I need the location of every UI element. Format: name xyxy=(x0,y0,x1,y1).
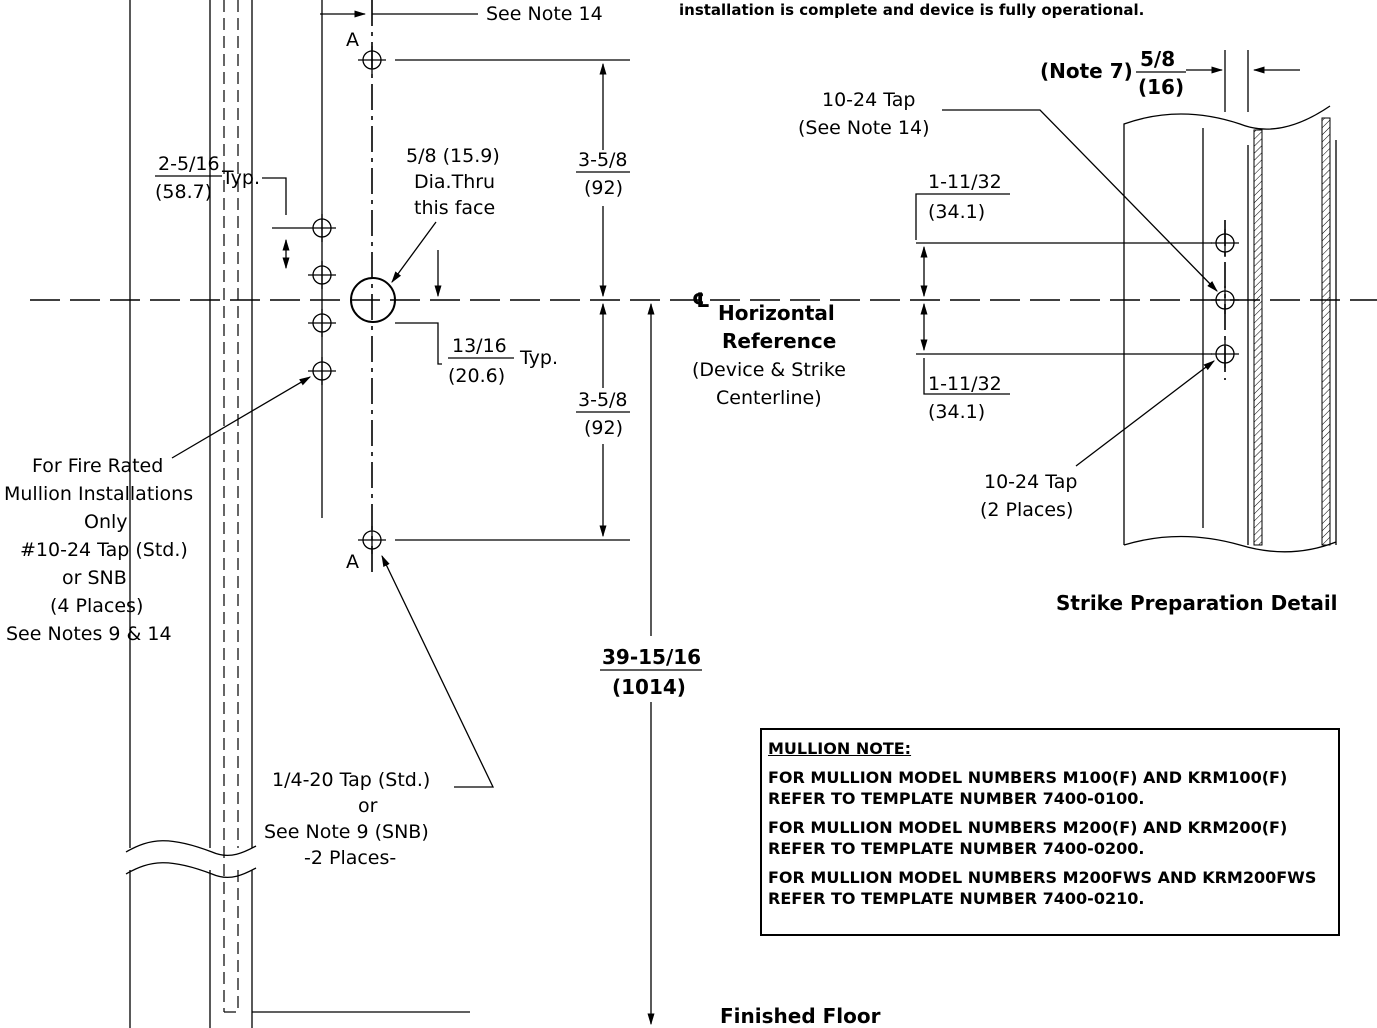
finished-floor-label: Finished Floor xyxy=(720,1004,881,1028)
tap-10-24-top-label-1: 10-24 Tap xyxy=(822,89,915,111)
dim-1-11-32-top: 1-11/32 xyxy=(928,171,1002,193)
centerline-symbol: ℄ xyxy=(692,288,710,312)
dim-92-bottom: (92) xyxy=(584,417,623,439)
typ-left-label: Typ. xyxy=(221,167,260,189)
svg-text:Mullion Installations: Mullion Installations xyxy=(4,483,193,505)
top-note: installation is complete and device is f… xyxy=(679,1,1145,19)
svg-text:1/4-20 Tap (Std.): 1/4-20 Tap (Std.) xyxy=(272,769,430,791)
dim-20-6: (20.6) xyxy=(448,365,505,387)
svg-text:See Notes 9 & 14: See Notes 9 & 14 xyxy=(6,623,172,645)
hole-5-8-label-2: Dia.Thru xyxy=(414,171,495,193)
dim-39-15-16: 39-15/16 xyxy=(602,645,701,669)
horizontal-ref-label-3: (Device & Strike xyxy=(692,359,846,381)
tap-1-4-20-note: 1/4-20 Tap (Std.) or See Note 9 (SNB) -2… xyxy=(264,769,430,869)
horizontal-ref-label-1: Horizontal xyxy=(718,301,835,325)
strike-holes xyxy=(1211,229,1239,368)
tap-10-24-bottom-label-1: 10-24 Tap xyxy=(984,471,1077,493)
tap-10-24-bottom-label-2: (2 Places) xyxy=(980,499,1073,521)
mullion-note-line-1: FOR MULLION MODEL NUMBERS M100(F) AND KR… xyxy=(768,768,1288,808)
dim-34-1-bottom: (34.1) xyxy=(928,401,985,423)
hole-a-bottom-label: A xyxy=(346,551,359,573)
dim-2-5-16: 2-5/16 xyxy=(158,153,220,175)
svg-text:#10-24 Tap (Std.): #10-24 Tap (Std.) xyxy=(20,539,188,561)
hole-a-top xyxy=(358,46,386,74)
fire-rated-note: For Fire Rated Mullion Installations Onl… xyxy=(4,455,193,645)
hole-a-top-label: A xyxy=(346,29,359,51)
hole-5-8-dia xyxy=(350,277,396,323)
horizontal-ref-label-4: Centerline) xyxy=(716,387,822,409)
tap-10-24-top-label-2: (See Note 14) xyxy=(798,117,930,139)
dim-16: (16) xyxy=(1138,75,1184,99)
mullion-note-line-3: FOR MULLION MODEL NUMBERS M200FWS AND KR… xyxy=(768,868,1317,908)
mullion-note-line-2: FOR MULLION MODEL NUMBERS M200(F) AND KR… xyxy=(768,818,1288,858)
hole-5-8-label-3: this face xyxy=(414,197,495,219)
svg-text:For Fire Rated: For Fire Rated xyxy=(32,455,163,477)
hole-5-8-label-1: 5/8 (15.9) xyxy=(406,145,500,167)
mullion-note-box: MULLION NOTE: FOR MULLION MODEL NUMBERS … xyxy=(760,728,1340,936)
dim-58-7: (58.7) xyxy=(155,181,212,203)
fire-rated-holes xyxy=(308,214,336,385)
mullion-note-title: MULLION NOTE: xyxy=(768,739,912,758)
hole-a-bottom xyxy=(358,526,386,554)
strike-frame xyxy=(1123,105,1337,553)
dim-3-5-8-top: 3-5/8 xyxy=(578,149,628,171)
dim-3-5-8-bottom: 3-5/8 xyxy=(578,389,628,411)
dim-13-16: 13/16 xyxy=(452,335,507,357)
horizontal-ref-label-2: Reference xyxy=(722,329,836,353)
svg-text:or: or xyxy=(358,795,378,817)
dim-5-8: 5/8 xyxy=(1140,47,1175,71)
door-stile xyxy=(125,0,470,1028)
note-7-label: (Note 7) xyxy=(1040,59,1133,83)
dim-92-top: (92) xyxy=(584,177,623,199)
dim-1014: (1014) xyxy=(612,675,686,699)
dim-34-1-top: (34.1) xyxy=(928,201,985,223)
dim-1-11-32-bottom: 1-11/32 xyxy=(928,373,1002,395)
svg-text:(4 Places): (4 Places) xyxy=(50,595,143,617)
svg-text:-2 Places-: -2 Places- xyxy=(304,847,396,869)
svg-text:See Note 9 (SNB): See Note 9 (SNB) xyxy=(264,821,429,843)
strike-detail-title: Strike Preparation Detail xyxy=(1056,591,1338,615)
svg-text:Only: Only xyxy=(84,511,128,533)
typ-right-label: Typ. xyxy=(519,347,558,369)
svg-text:or SNB: or SNB xyxy=(62,567,127,589)
see-note-14-label: See Note 14 xyxy=(486,3,603,25)
